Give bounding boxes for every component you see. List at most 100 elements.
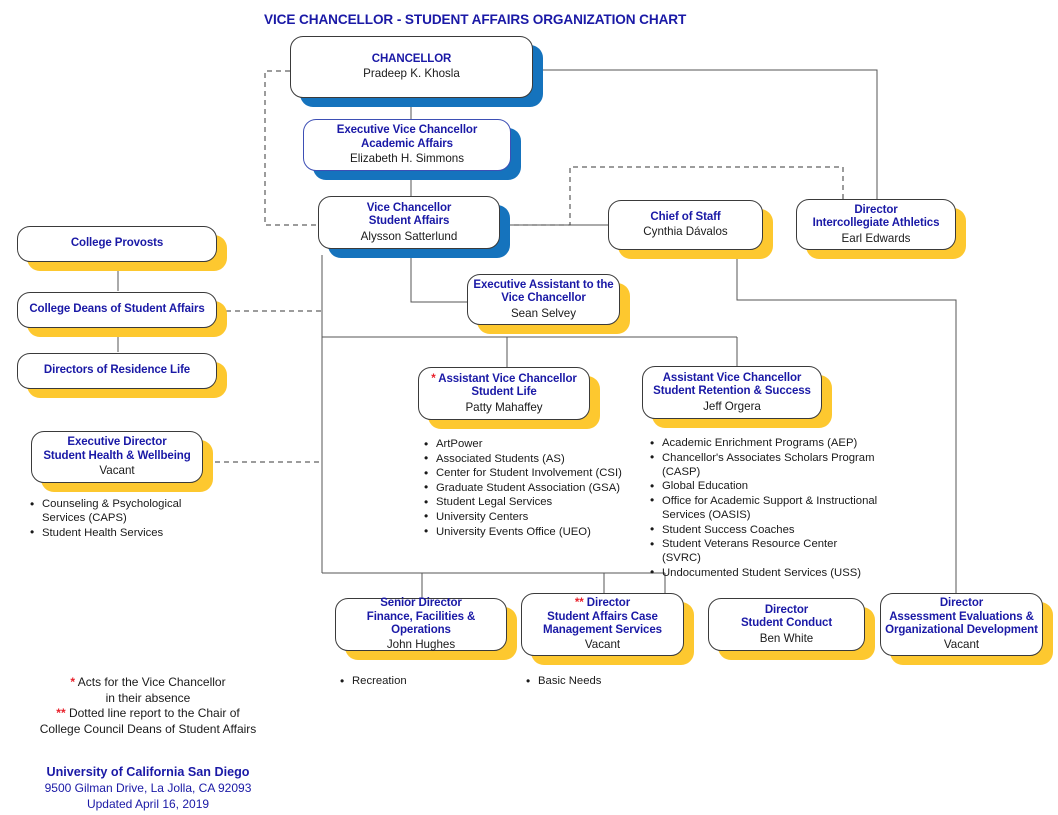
node-assessment-title-line1: Director <box>939 597 984 610</box>
node-evc-title-line2: Academic Affairs <box>361 137 453 150</box>
bullets-finance: Recreation <box>338 673 498 689</box>
legend-star-1-text: Acts for the Vice Chancellor <box>75 675 226 689</box>
asterisk-marker: * <box>431 372 436 385</box>
node-vice-chancellor[interactable]: Vice Chancellor Student Affairs Alysson … <box>318 196 500 249</box>
node-assessment-title-line2: Assessment Evaluations & <box>889 610 1034 623</box>
bullets-retention-success: Academic Enrichment Programs (AEP)Chance… <box>648 435 878 580</box>
legend-single-star-line1: * Acts for the Vice Chancellor <box>8 675 288 691</box>
footer-address: 9500 Gilman Drive, La Jolla, CA 92093 <box>44 781 252 795</box>
node-residence-life-title: Directors of Residence Life <box>43 364 191 377</box>
line-cos-assessment <box>736 258 957 593</box>
node-case-mgmt-title-line1: ** Director <box>575 597 630 610</box>
list-item: Student Success Coaches <box>648 522 878 537</box>
node-chief-of-staff[interactable]: Chief of Staff Cynthia Dávalos <box>608 200 763 250</box>
bullet-list: Counseling & Psychological Services (CAP… <box>28 496 218 540</box>
page-title: VICE CHANCELLOR - STUDENT AFFAIRS ORGANI… <box>264 12 687 27</box>
node-finance-title-line2: Finance, Facilities & Operations <box>366 610 476 636</box>
line-vc-execassistant <box>410 255 467 303</box>
node-college-provosts[interactable]: College Provosts <box>17 226 217 262</box>
node-avc-retention-person: Jeff Orgera <box>703 399 761 413</box>
legend-footnotes: * Acts for the Vice Chancellor in their … <box>8 675 288 737</box>
list-item: University Centers <box>422 509 622 524</box>
node-vc-title-line1: Vice Chancellor <box>366 201 452 214</box>
node-conduct-person: Ben White <box>759 631 814 645</box>
node-vc-title-line2: Student Affairs <box>368 215 450 228</box>
node-evc[interactable]: Executive Vice Chancellor Academic Affai… <box>303 119 511 171</box>
double-asterisk-marker: ** <box>574 597 584 610</box>
bullet-list: ArtPowerAssociated Students (AS)Center f… <box>422 436 622 539</box>
list-item: Chancellor's Associates Scholars Program… <box>648 450 878 479</box>
node-avc-student-life-title-line1: * Assistant Vice Chancellor <box>431 373 577 386</box>
node-case-mgmt-title-line2: Student Affairs Case <box>547 610 658 623</box>
list-item: Office for Academic Support & Instructio… <box>648 493 878 522</box>
list-item: Student Health Services <box>28 525 218 540</box>
node-college-deans[interactable]: College Deans of Student Affairs <box>17 292 217 328</box>
node-chief-of-staff-title: Chief of Staff <box>650 211 721 223</box>
list-item: Center for Student Involvement (CSI) <box>422 466 622 480</box>
node-avc-student-life-person: Patty Mahaffey <box>465 400 543 414</box>
node-exec-director-health-title-line1: Executive Director <box>67 436 167 449</box>
node-athletics-person: Earl Edwards <box>841 231 911 245</box>
node-executive-assistant[interactable]: Executive Assistant to the Vice Chancell… <box>467 274 620 325</box>
node-chancellor[interactable]: CHANCELLOR Pradeep K. Khosla <box>290 36 533 98</box>
bullets-health-wellbeing: Counseling & Psychological Services (CAP… <box>28 496 218 540</box>
list-item: Undocumented Student Services (USS) <box>648 565 878 580</box>
legend-star-1: * <box>70 675 76 689</box>
node-directors-residence-life[interactable]: Directors of Residence Life <box>17 353 217 389</box>
bullet-list: Academic Enrichment Programs (AEP)Chance… <box>648 435 878 580</box>
line-dotted-vc-athletics <box>514 166 844 226</box>
node-director-case-management[interactable]: ** Director Student Affairs Case Managem… <box>521 593 684 656</box>
node-director-athletics[interactable]: Director Intercollegiate Athletics Earl … <box>796 199 956 250</box>
legend-double-star-line2: College Council Deans of Student Affairs <box>39 721 257 736</box>
node-finance-person: John Hughes <box>386 638 456 652</box>
node-case-mgmt-title-text: Director <box>586 597 631 610</box>
list-item: Student Veterans Resource Center (SVRC) <box>648 537 878 565</box>
node-senior-director-finance[interactable]: Senior Director Finance, Facilities & Op… <box>335 597 507 652</box>
node-exec-director-health-title-line2: Student Health & Wellbeing <box>43 449 191 462</box>
node-chancellor-title: CHANCELLOR <box>371 53 452 65</box>
legend-double-star-line1: ** Dotted line report to the Chair of <box>8 706 288 722</box>
list-item: Associated Students (AS) <box>422 451 622 466</box>
bullets-student-life: ArtPowerAssociated Students (AS)Center f… <box>422 436 622 539</box>
node-athletics-title-line1: Director <box>854 203 898 216</box>
node-avc-student-life-title-line2: Student Life <box>471 386 537 399</box>
node-athletics-title-line2: Intercollegiate Athletics <box>812 217 940 230</box>
list-item: Student Legal Services <box>422 495 622 509</box>
node-avc-retention[interactable]: Assistant Vice Chancellor Student Retent… <box>642 366 822 419</box>
node-exec-assistant-person: Sean Selvey <box>510 306 577 320</box>
line-chancellor-athletics <box>541 69 878 199</box>
node-college-provosts-title: College Provosts <box>70 237 164 250</box>
footer-updated: Updated April 16, 2019 <box>86 797 210 811</box>
bullet-list: Basic Needs <box>524 673 684 688</box>
line-dotted-chancellor-vc <box>264 70 318 226</box>
node-conduct-title-line1: Director <box>764 603 809 616</box>
node-evc-person: Elizabeth H. Simmons <box>349 152 465 166</box>
node-exec-director-health[interactable]: Executive Director Student Health & Well… <box>31 431 203 483</box>
node-evc-title-line1: Executive Vice Chancellor <box>336 124 478 137</box>
legend-single-star-line2: in their absence <box>105 690 191 705</box>
node-chief-of-staff-person: Cynthia Dávalos <box>643 225 728 239</box>
node-avc-student-life[interactable]: * Assistant Vice Chancellor Student Life… <box>418 367 590 420</box>
list-item: Global Education <box>648 479 878 493</box>
node-assessment-person: Vacant <box>943 638 980 652</box>
node-chancellor-person: Pradeep K. Khosla <box>363 67 460 81</box>
node-exec-assistant-title-line2: Vice Chancellor <box>501 292 586 305</box>
node-finance-title-line1: Senior Director <box>380 597 462 610</box>
node-director-student-conduct[interactable]: Director Student Conduct Ben White <box>708 598 865 651</box>
list-item: University Events Office (UEO) <box>422 524 622 539</box>
legend-star-2-text: Dotted line report to the Chair of <box>65 706 240 720</box>
node-college-deans-title: College Deans of Student Affairs <box>29 303 205 316</box>
node-exec-assistant-title-line1: Executive Assistant to the <box>473 278 614 291</box>
node-director-assessment[interactable]: Director Assessment Evaluations & Organi… <box>880 593 1043 656</box>
list-item: Recreation <box>338 673 498 688</box>
node-case-mgmt-title-line3: Management Services <box>543 623 662 636</box>
node-avc-retention-title-line2: Student Retention & Success <box>653 385 811 398</box>
node-exec-director-health-person: Vacant <box>99 464 135 478</box>
node-vc-person: Alysson Satterlund <box>360 229 458 243</box>
list-item: Counseling & Psychological Services (CAP… <box>28 496 218 525</box>
node-assessment-title-line3: Organizational Development <box>885 623 1038 636</box>
footer-organization: University of California San Diego <box>46 765 250 779</box>
footer-address-block: University of California San Diego 9500 … <box>8 764 288 812</box>
